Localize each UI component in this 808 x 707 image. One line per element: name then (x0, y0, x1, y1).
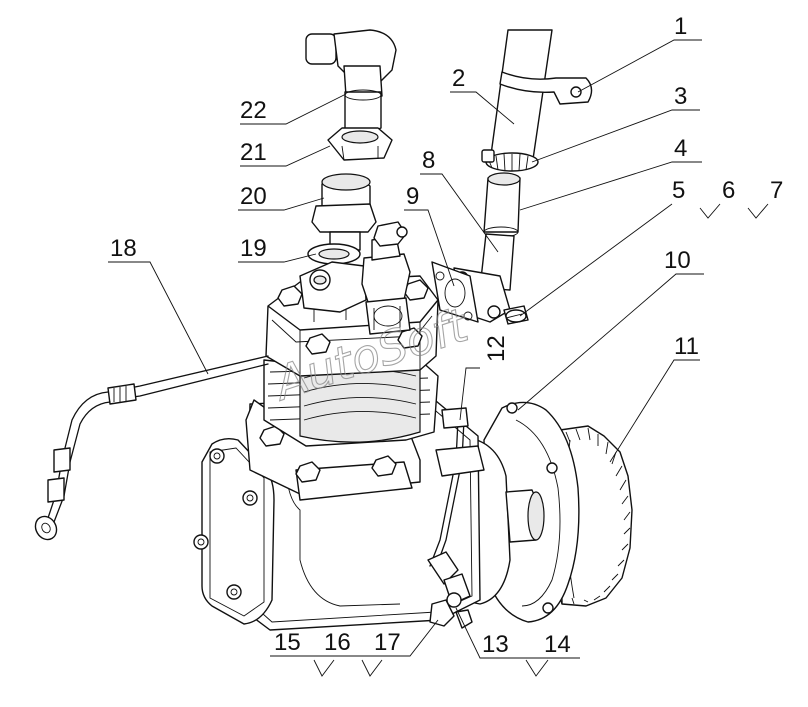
callout-12: 12 (483, 335, 510, 362)
oil-line-part-12 (429, 407, 485, 569)
bolt-assembly-parts-5-6-7 (503, 305, 529, 325)
pipe-part-2 (489, 29, 553, 170)
callout-19: 19 (240, 235, 267, 262)
banjo-fitting-parts-13-14 (427, 551, 473, 629)
hose-clamp-part-3 (481, 149, 539, 172)
callout-20: 20 (240, 183, 267, 210)
union-adapter-part-20 (311, 173, 377, 251)
callout-labels: 1 2 3 4 5 6 7 8 9 10 11 12 13 14 15 16 1… (110, 13, 783, 658)
callout-7: 7 (770, 177, 783, 204)
inlet-fitting (361, 221, 411, 335)
callout-17: 17 (374, 629, 401, 656)
callout-15: 15 (274, 629, 301, 656)
callout-14: 14 (544, 631, 571, 658)
callout-2: 2 (452, 65, 465, 92)
callout-6: 6 (722, 177, 735, 204)
oil-tube-part-18 (34, 355, 269, 541)
callout-9: 9 (406, 183, 419, 210)
gasket-part-9 (431, 261, 479, 323)
rubber-hose-part-4 (483, 172, 521, 238)
leader-lines (108, 39, 769, 677)
callout-8: 8 (422, 147, 435, 174)
callout-22: 22 (240, 97, 267, 124)
callout-21: 21 (240, 139, 267, 166)
callout-16: 16 (324, 629, 351, 656)
callout-13: 13 (482, 631, 509, 658)
hex-nut-part-21 (327, 127, 393, 161)
callout-1: 1 (674, 13, 687, 40)
crankcase-top-flange (245, 399, 421, 501)
callout-3: 3 (674, 83, 687, 110)
callout-5: 5 (672, 177, 685, 204)
front-cover-plate (193, 437, 275, 625)
callout-18: 18 (110, 235, 137, 262)
valve-housing (299, 261, 367, 313)
callout-4: 4 (674, 135, 687, 162)
callout-11: 11 (674, 333, 699, 360)
cylinder-block (263, 359, 439, 447)
elbow-fitting-part-22 (305, 29, 397, 133)
mounting-clamp-part-1 (499, 71, 593, 105)
callout-10: 10 (664, 247, 691, 274)
